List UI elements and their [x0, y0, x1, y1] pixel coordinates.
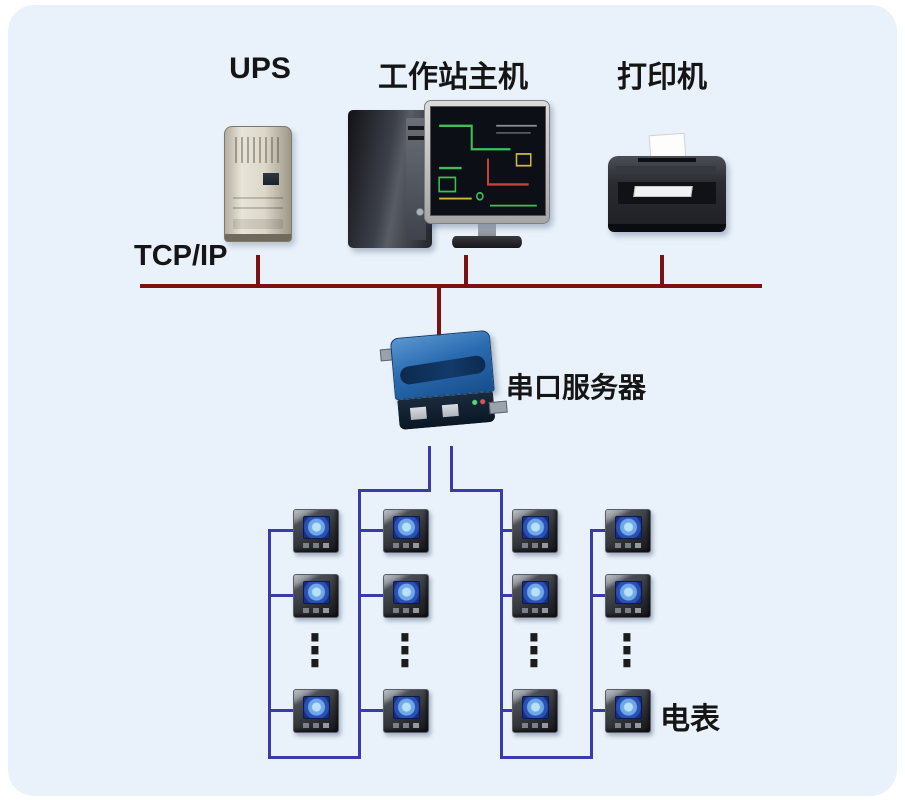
power-meter-icon	[383, 689, 429, 733]
ellipsis-dots: ⋮	[607, 626, 647, 676]
meter-stub	[358, 529, 385, 532]
meter-bus-4	[590, 529, 593, 759]
meter-stub	[500, 709, 514, 712]
printer-paper-output	[633, 186, 693, 197]
meter-stub	[268, 709, 295, 712]
server-wire-left	[428, 446, 431, 492]
meter-stub	[268, 529, 295, 532]
meter-stub	[358, 709, 385, 712]
power-meter-icon	[512, 574, 558, 618]
wire-connector-left	[358, 489, 431, 492]
meter-stub	[590, 594, 607, 597]
ellipsis-dots: ⋮	[514, 626, 554, 676]
serial-server-icon	[389, 329, 498, 438]
meter-stub	[500, 594, 514, 597]
power-meter-icon	[605, 574, 651, 618]
bottom-link-right	[500, 756, 593, 759]
bottom-link-left	[268, 756, 361, 759]
ups-label: UPS	[229, 52, 291, 85]
wire-connector-right	[451, 489, 503, 492]
workstation-tower-icon	[348, 110, 432, 248]
power-meter-icon	[293, 574, 339, 618]
power-meter-icon	[383, 509, 429, 553]
power-meter-icon	[512, 509, 558, 553]
meter-stub	[358, 594, 385, 597]
serial-server-top-face	[389, 329, 495, 401]
monitor-bezel	[424, 100, 550, 224]
ups-drop-line	[256, 255, 260, 284]
meter-bus-2	[358, 489, 361, 759]
meter-stub	[500, 529, 514, 532]
meter-bus-3	[500, 489, 503, 759]
meter-label: 电表	[660, 703, 720, 736]
monitor-screen-schematic	[430, 106, 546, 216]
server-drop-line	[437, 284, 441, 336]
power-meter-icon	[293, 689, 339, 733]
power-meter-icon	[512, 689, 558, 733]
workstation-drop-line	[464, 255, 468, 284]
ups-device-icon	[224, 126, 292, 242]
workstation-label: 工作站主机	[378, 61, 528, 94]
power-meter-icon	[293, 509, 339, 553]
ellipsis-dots: ⋮	[295, 626, 335, 676]
meter-stub	[590, 709, 607, 712]
printer-drop-line	[660, 255, 664, 284]
server-wire-right	[450, 446, 453, 492]
serial-server-label: 串口服务器	[506, 372, 647, 403]
network-bus-line	[140, 284, 762, 288]
power-meter-icon	[605, 509, 651, 553]
power-meter-icon	[605, 689, 651, 733]
meter-stub	[590, 529, 607, 532]
meter-bus-1	[268, 529, 271, 759]
workstation-monitor-icon	[424, 100, 550, 252]
ellipsis-dots: ⋮	[385, 626, 425, 676]
printer-device-icon	[608, 132, 726, 238]
printer-label: 打印机	[617, 61, 707, 94]
meter-stub	[268, 594, 295, 597]
tcpip-label: TCP/IP	[134, 240, 228, 272]
power-meter-icon	[383, 574, 429, 618]
